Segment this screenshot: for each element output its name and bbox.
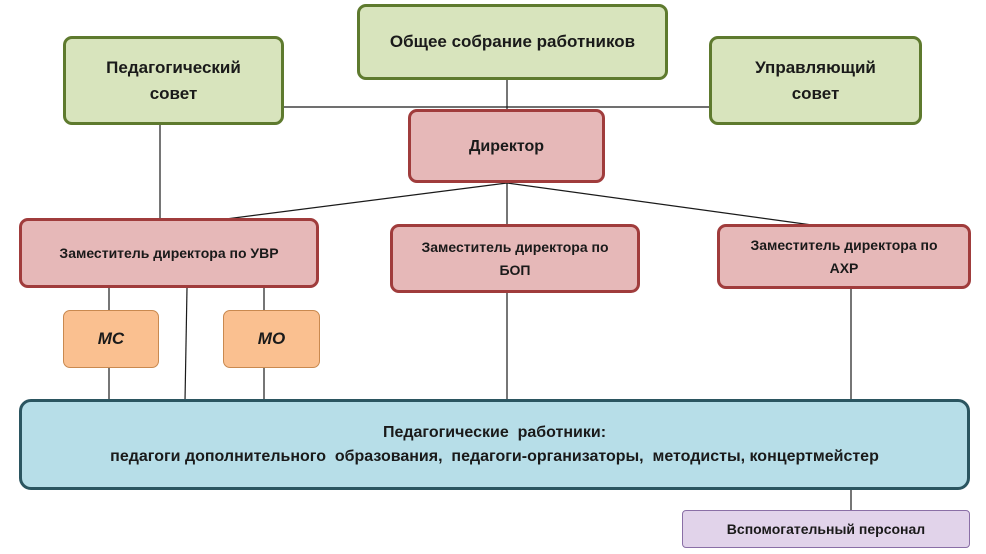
deputy-uvr-node: Заместитель директора по УВР xyxy=(19,218,319,288)
pedagogical-council-label-line1: Педагогический xyxy=(106,57,241,77)
deputy-ahr-label-line1: Заместитель директора по xyxy=(750,236,938,253)
pedagogical-staff-label-line1: Педагогические работники: xyxy=(382,423,607,441)
pedagogical-staff-node: Педагогические работники: педагоги допол… xyxy=(19,399,970,490)
deputy-ahr-node: Заместитель директора по АХР xyxy=(717,224,971,289)
support-staff-node: Вспомогательный персонал xyxy=(682,510,970,548)
general-meeting-node: Общее собрание работников xyxy=(357,4,668,80)
support-staff-label: Вспомогательный персонал xyxy=(726,521,926,537)
deputy-ahr-label-line2: АХР xyxy=(829,259,859,276)
pedagogical-council-label-line2: совет xyxy=(149,83,198,103)
deputy-bop-label-line1: Заместитель директора по xyxy=(421,238,609,255)
connector-uvr-staff xyxy=(184,287,188,402)
director-label: Директор xyxy=(468,137,545,155)
deputy-uvr-label: Заместитель директора по УВР xyxy=(59,244,279,261)
governing-council-node: Управляющий совет xyxy=(709,36,922,125)
connector-director-uvr xyxy=(225,182,508,220)
mo-node: МО xyxy=(223,310,320,368)
general-meeting-label: Общее собрание работников xyxy=(389,32,636,51)
pedagogical-staff-label-line2: педагоги дополнительного образования, пе… xyxy=(110,447,879,465)
pedagogical-council-node: Педагогический совет xyxy=(63,36,284,125)
ms-node: МС xyxy=(63,310,159,368)
connector-director-ahr xyxy=(506,182,813,226)
mo-label: МО xyxy=(257,329,286,348)
deputy-bop-node: Заместитель директора по БОП xyxy=(390,224,640,293)
governing-council-label-line1: Управляющий xyxy=(755,57,876,77)
governing-council-label-line2: совет xyxy=(791,83,840,103)
ms-label: МС xyxy=(97,329,125,348)
deputy-bop-label-line2: БОП xyxy=(499,261,531,278)
director-node: Директор xyxy=(408,109,605,183)
